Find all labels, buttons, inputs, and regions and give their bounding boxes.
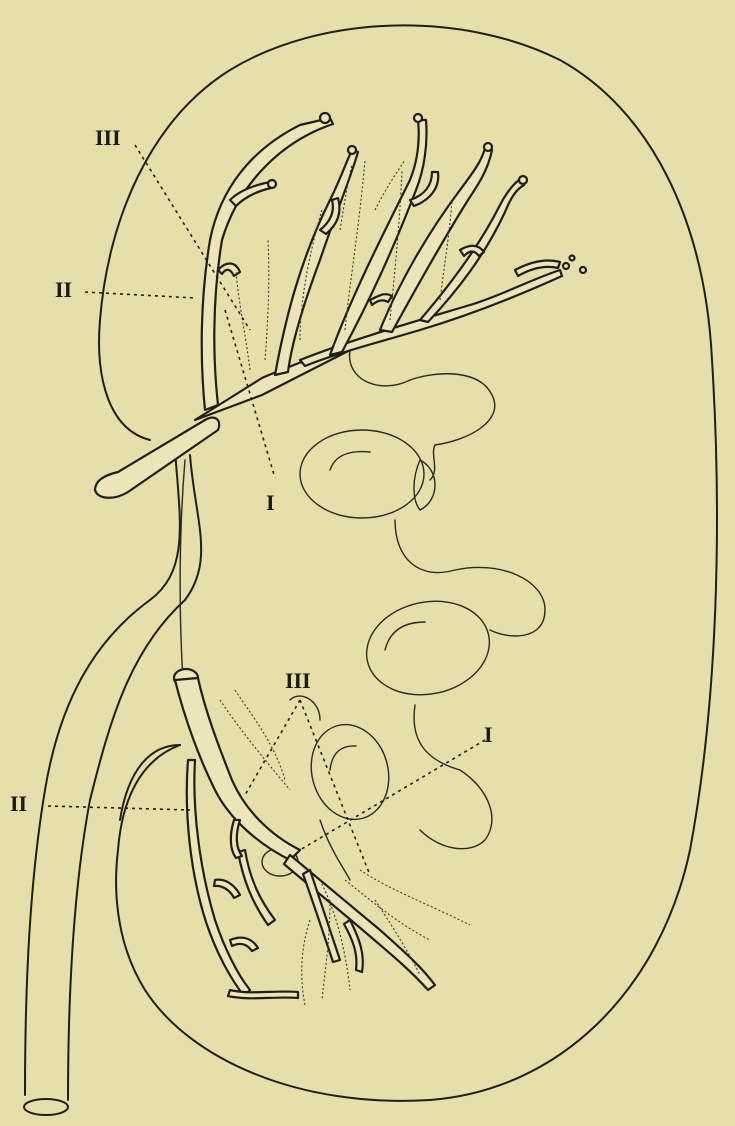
papilla-3 bbox=[301, 716, 399, 828]
label-upper-I: I bbox=[266, 490, 275, 515]
label-lower-I: I bbox=[484, 722, 493, 747]
upper-tip-8 bbox=[580, 267, 586, 273]
ureter-inner bbox=[68, 455, 201, 1100]
lower-vessel-tree bbox=[174, 669, 435, 998]
label-lower-II: II bbox=[10, 791, 27, 816]
upper-tip-5 bbox=[348, 146, 356, 154]
upper-tip-1 bbox=[320, 113, 330, 123]
upper-tip-6 bbox=[268, 180, 276, 188]
label-upper-III: III bbox=[95, 125, 121, 150]
papilla-2-inner bbox=[385, 622, 425, 650]
lower-twig-b bbox=[230, 938, 258, 951]
upper-branch-mid2 bbox=[330, 120, 427, 355]
leader-upper-III bbox=[135, 145, 250, 330]
upper-main-artery bbox=[95, 418, 219, 498]
lower-branch-5 bbox=[228, 990, 298, 998]
upper-tip-3 bbox=[484, 143, 492, 151]
calyx-lower bbox=[414, 705, 492, 849]
upper-tip-9 bbox=[570, 256, 575, 261]
pelvis-line bbox=[180, 460, 185, 680]
leader-lower-II bbox=[48, 806, 190, 810]
ureter-opening bbox=[24, 1099, 68, 1115]
upper-vessel-tree bbox=[95, 113, 586, 498]
papilla-1-inner bbox=[330, 452, 370, 470]
lower-twig-a bbox=[214, 880, 240, 898]
lower-branch-3 bbox=[238, 850, 275, 925]
label-upper-II: II bbox=[55, 277, 72, 302]
leader-lower-I bbox=[300, 740, 485, 850]
calyx-middle bbox=[395, 520, 545, 636]
ureter bbox=[25, 450, 180, 1095]
label-lower-III: III bbox=[285, 668, 311, 693]
upper-twig-f bbox=[370, 294, 392, 305]
papilla-2 bbox=[358, 590, 498, 706]
upper-tip-7 bbox=[563, 263, 569, 269]
hilum-curve bbox=[120, 745, 180, 820]
papilla-1 bbox=[300, 430, 424, 518]
upper-tip-4 bbox=[519, 176, 527, 184]
lower-fine-vessels bbox=[220, 690, 470, 1005]
papilla-3-inner bbox=[330, 746, 356, 770]
upper-tip-2 bbox=[414, 114, 422, 122]
papilla-1-tip bbox=[414, 460, 435, 510]
